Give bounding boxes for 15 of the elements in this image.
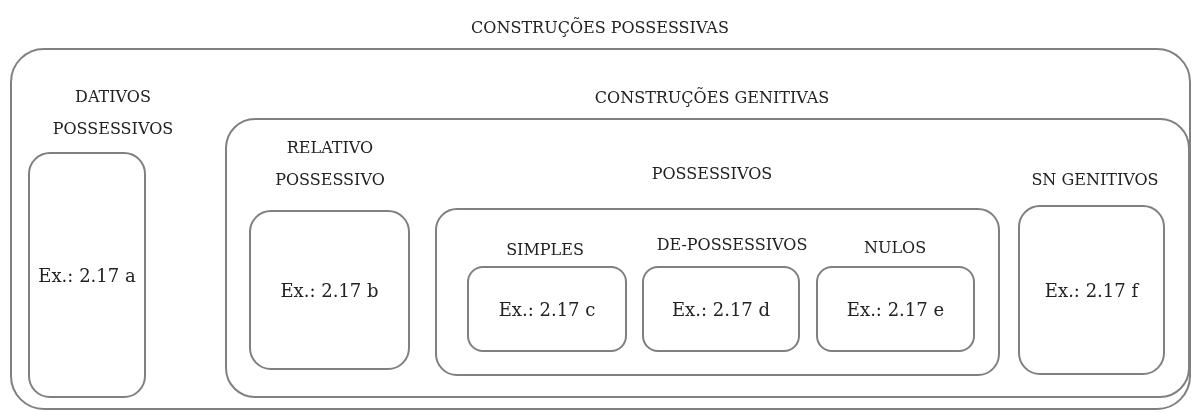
category-heading: CONSTRUÇÕES POSSESSIVAS	[470, 16, 730, 39]
example-reference: Ex.: 2.17 c	[497, 298, 597, 320]
example-reference: Ex.: 2.17 d	[670, 298, 772, 320]
category-heading: SN GENITIVOS	[1030, 169, 1160, 191]
example-reference: Ex.: 2.17 b	[279, 279, 380, 301]
example-reference: Ex.: 2.17 e	[845, 298, 946, 320]
category-heading: CONSTRUÇÕES GENITIVAS	[593, 86, 831, 109]
category-heading: RELATIVO POSSESSIVO	[274, 137, 386, 191]
category-heading: DE-POSSESSIVOS	[655, 234, 809, 256]
category-heading: SIMPLES	[505, 239, 585, 261]
category-heading: NULOS	[862, 237, 928, 259]
example-reference: Ex.: 2.17 a	[37, 264, 137, 286]
category-heading: POSSESSIVOS	[650, 163, 774, 185]
category-heading: DATIVOS POSSESSIVOS	[51, 86, 175, 140]
example-reference: Ex.: 2.17 f	[1043, 279, 1141, 301]
